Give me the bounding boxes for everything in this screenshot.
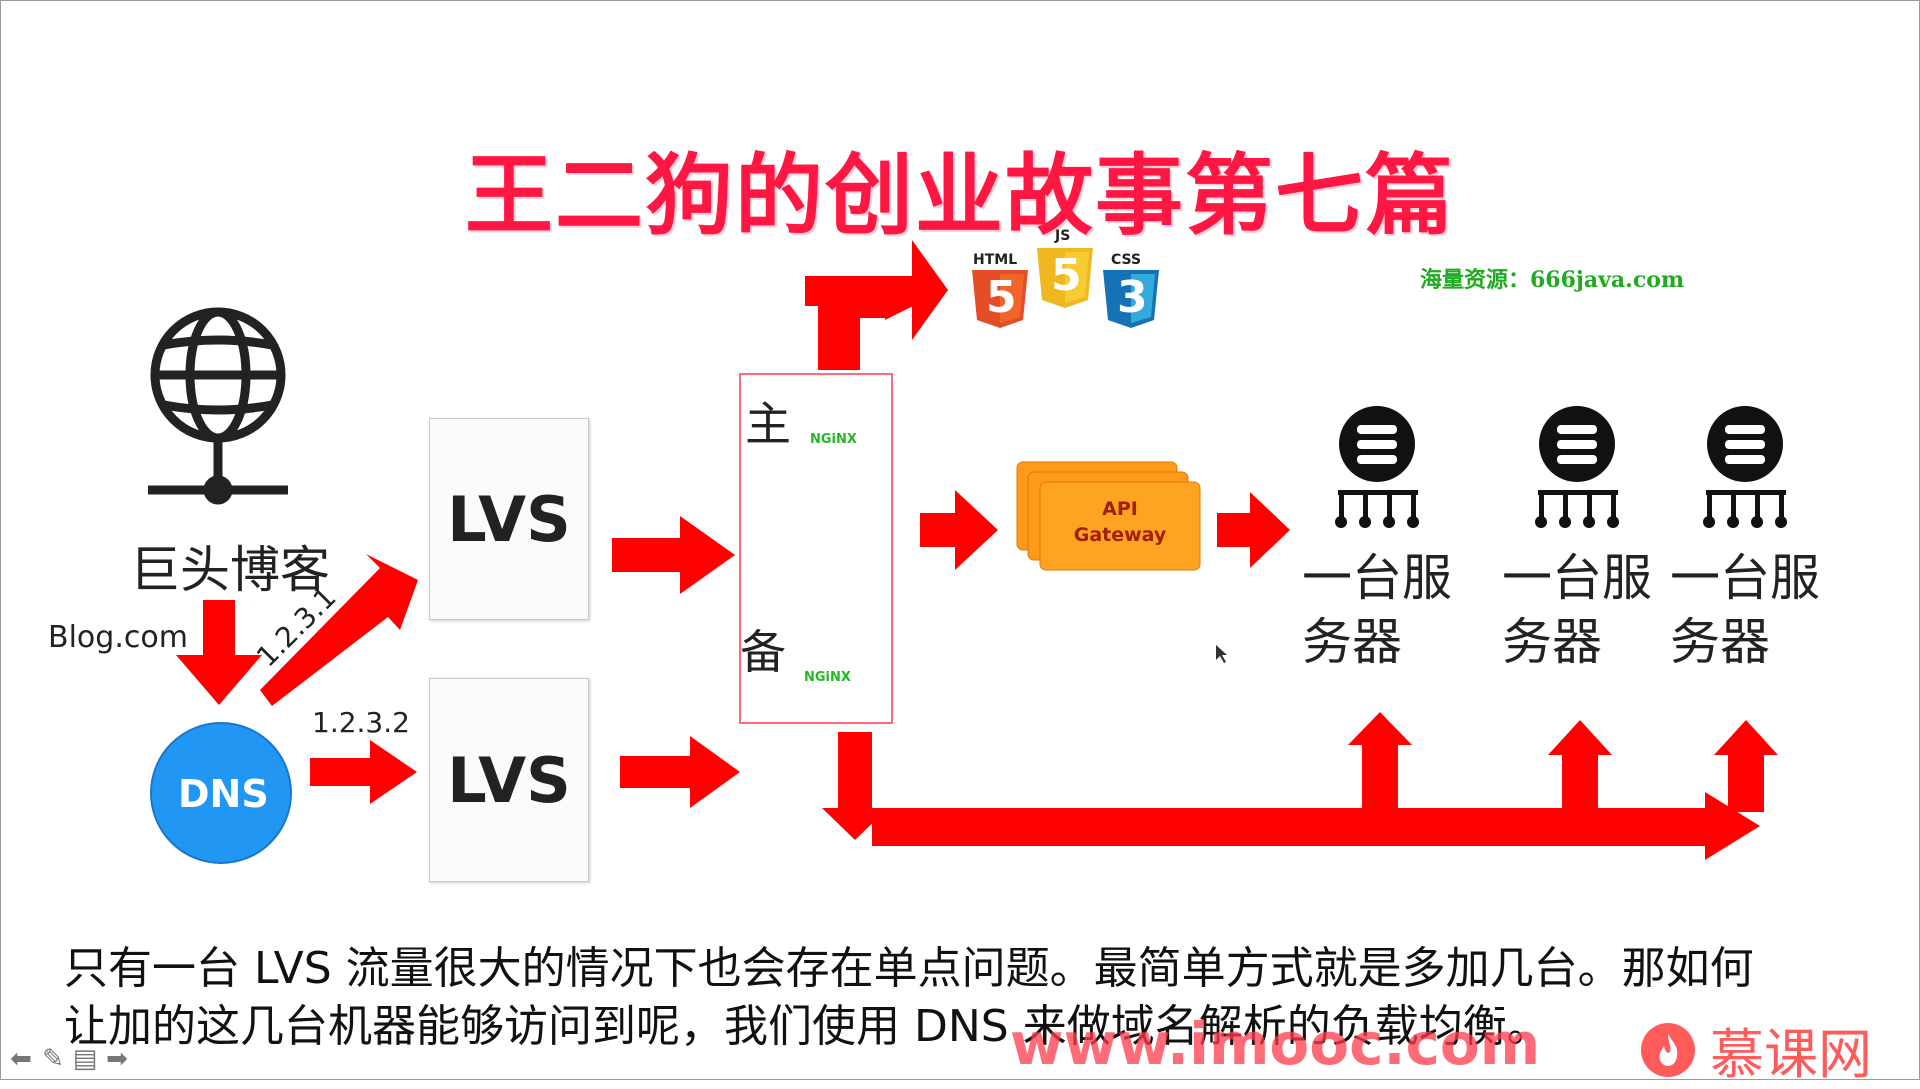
caption-line-1: 只有一台 LVS 流量很大的情况下也会存在单点问题。最简单方式就是多加几台。那如… [64, 943, 1754, 994]
nginx-cluster-box [739, 373, 893, 724]
api-gateway-icon [1016, 461, 1201, 571]
mouse-cursor-icon [1216, 645, 1227, 663]
server-icon-2 [1535, 406, 1619, 528]
dns-circle-icon [151, 723, 291, 863]
bus-up-1-head [1348, 712, 1412, 745]
next-slide-icon[interactable]: ➡ [106, 1044, 128, 1074]
flame-icon [1641, 1022, 1695, 1077]
nginx-logo-text-primary: NGiNX [810, 432, 857, 447]
bus-up-3-stem [1728, 752, 1764, 812]
lvs-top-label: LVS [447, 482, 571, 556]
css-label: CSS [1111, 252, 1142, 268]
js-number: 5 [1051, 250, 1082, 301]
html-label: HTML [973, 252, 1018, 268]
dns-ip-2: 1.2.3.2 [312, 706, 410, 739]
nginx-backup-label: 备 [740, 625, 786, 679]
dns-label: DNS [178, 772, 269, 816]
arrow-static-head [860, 240, 948, 340]
slide-caption: 只有一台 LVS 流量很大的情况下也会存在单点问题。最简单方式就是多加几台。那如… [64, 940, 1904, 1056]
server-label-3: 一台服 务器 [1670, 549, 1820, 671]
bus-vertical [838, 732, 872, 812]
client-domain: Blog.com [48, 620, 188, 655]
bus-up-1-stem [1362, 742, 1398, 812]
menu-icon[interactable]: ▤ [72, 1044, 98, 1074]
imooc-brand-name: 慕课网 [1710, 1023, 1872, 1086]
bus-up-2-head [1548, 720, 1612, 755]
arrow-dns-to-lvs2 [310, 740, 417, 804]
server-icon-3 [1703, 406, 1787, 528]
imooc-brand: 慕课网 [1640, 1010, 1872, 1089]
arrow-client-to-dns [176, 600, 262, 705]
bus-corner-head [822, 808, 888, 840]
bus-right-head [1705, 792, 1760, 860]
arrow-nginx-to-gateway [920, 490, 998, 570]
arrow-static-stem [805, 276, 865, 306]
lvs-box-top: LVS [429, 418, 589, 620]
nginx-logo-text-backup: NGiNX [804, 670, 851, 685]
bus-up-2-stem [1562, 752, 1598, 812]
api-gateway-label: API Gateway [1040, 496, 1200, 548]
arrow-gateway-to-servers [1217, 492, 1290, 568]
api-gateway-line1: API [1102, 498, 1138, 520]
bus-up-3-head [1714, 720, 1778, 755]
imooc-url-watermark: www.imooc.com [1010, 1010, 1541, 1078]
css-number: 3 [1117, 272, 1148, 323]
slide-title: 王二狗的创业故事第七篇 [464, 144, 1455, 247]
client-label: 巨头博客 [130, 541, 330, 599]
html-number: 5 [986, 272, 1017, 323]
arrows [176, 240, 1778, 860]
server-label-2: 一台服 务器 [1502, 549, 1652, 671]
pen-icon[interactable]: ✎ [42, 1044, 64, 1074]
watermark-text: 海量资源：666java.com [1420, 267, 1685, 293]
css3-icon [1103, 270, 1159, 328]
globe-icon [148, 307, 288, 505]
server-icon-1 [1335, 406, 1419, 528]
lvs-bottom-label: LVS [447, 743, 571, 817]
slide-nav-controls: ⬅ ✎ ▤ ➡ [8, 1044, 130, 1074]
prev-slide-icon[interactable]: ⬅ [10, 1044, 32, 1074]
arrow-dns-to-lvs1 [260, 554, 418, 706]
bus-horizontal [872, 808, 1712, 846]
arrow-lvs2-to-nginx [620, 736, 740, 808]
server-label-1: 一台服 务器 [1302, 549, 1452, 671]
lvs-box-bottom: LVS [429, 678, 589, 882]
arrow-lvs1-to-nginx [612, 516, 735, 594]
js-label: JS [1055, 228, 1071, 244]
js-icon [1037, 248, 1093, 308]
nginx-primary-label: 主 [745, 397, 791, 451]
html5-icon [972, 270, 1028, 328]
api-gateway-line2: Gateway [1073, 524, 1167, 546]
caption-line-2: 让加的这几台机器能够访问到呢，我们使用 DNS 来做域名解析的负载均衡。 [64, 1001, 1551, 1052]
